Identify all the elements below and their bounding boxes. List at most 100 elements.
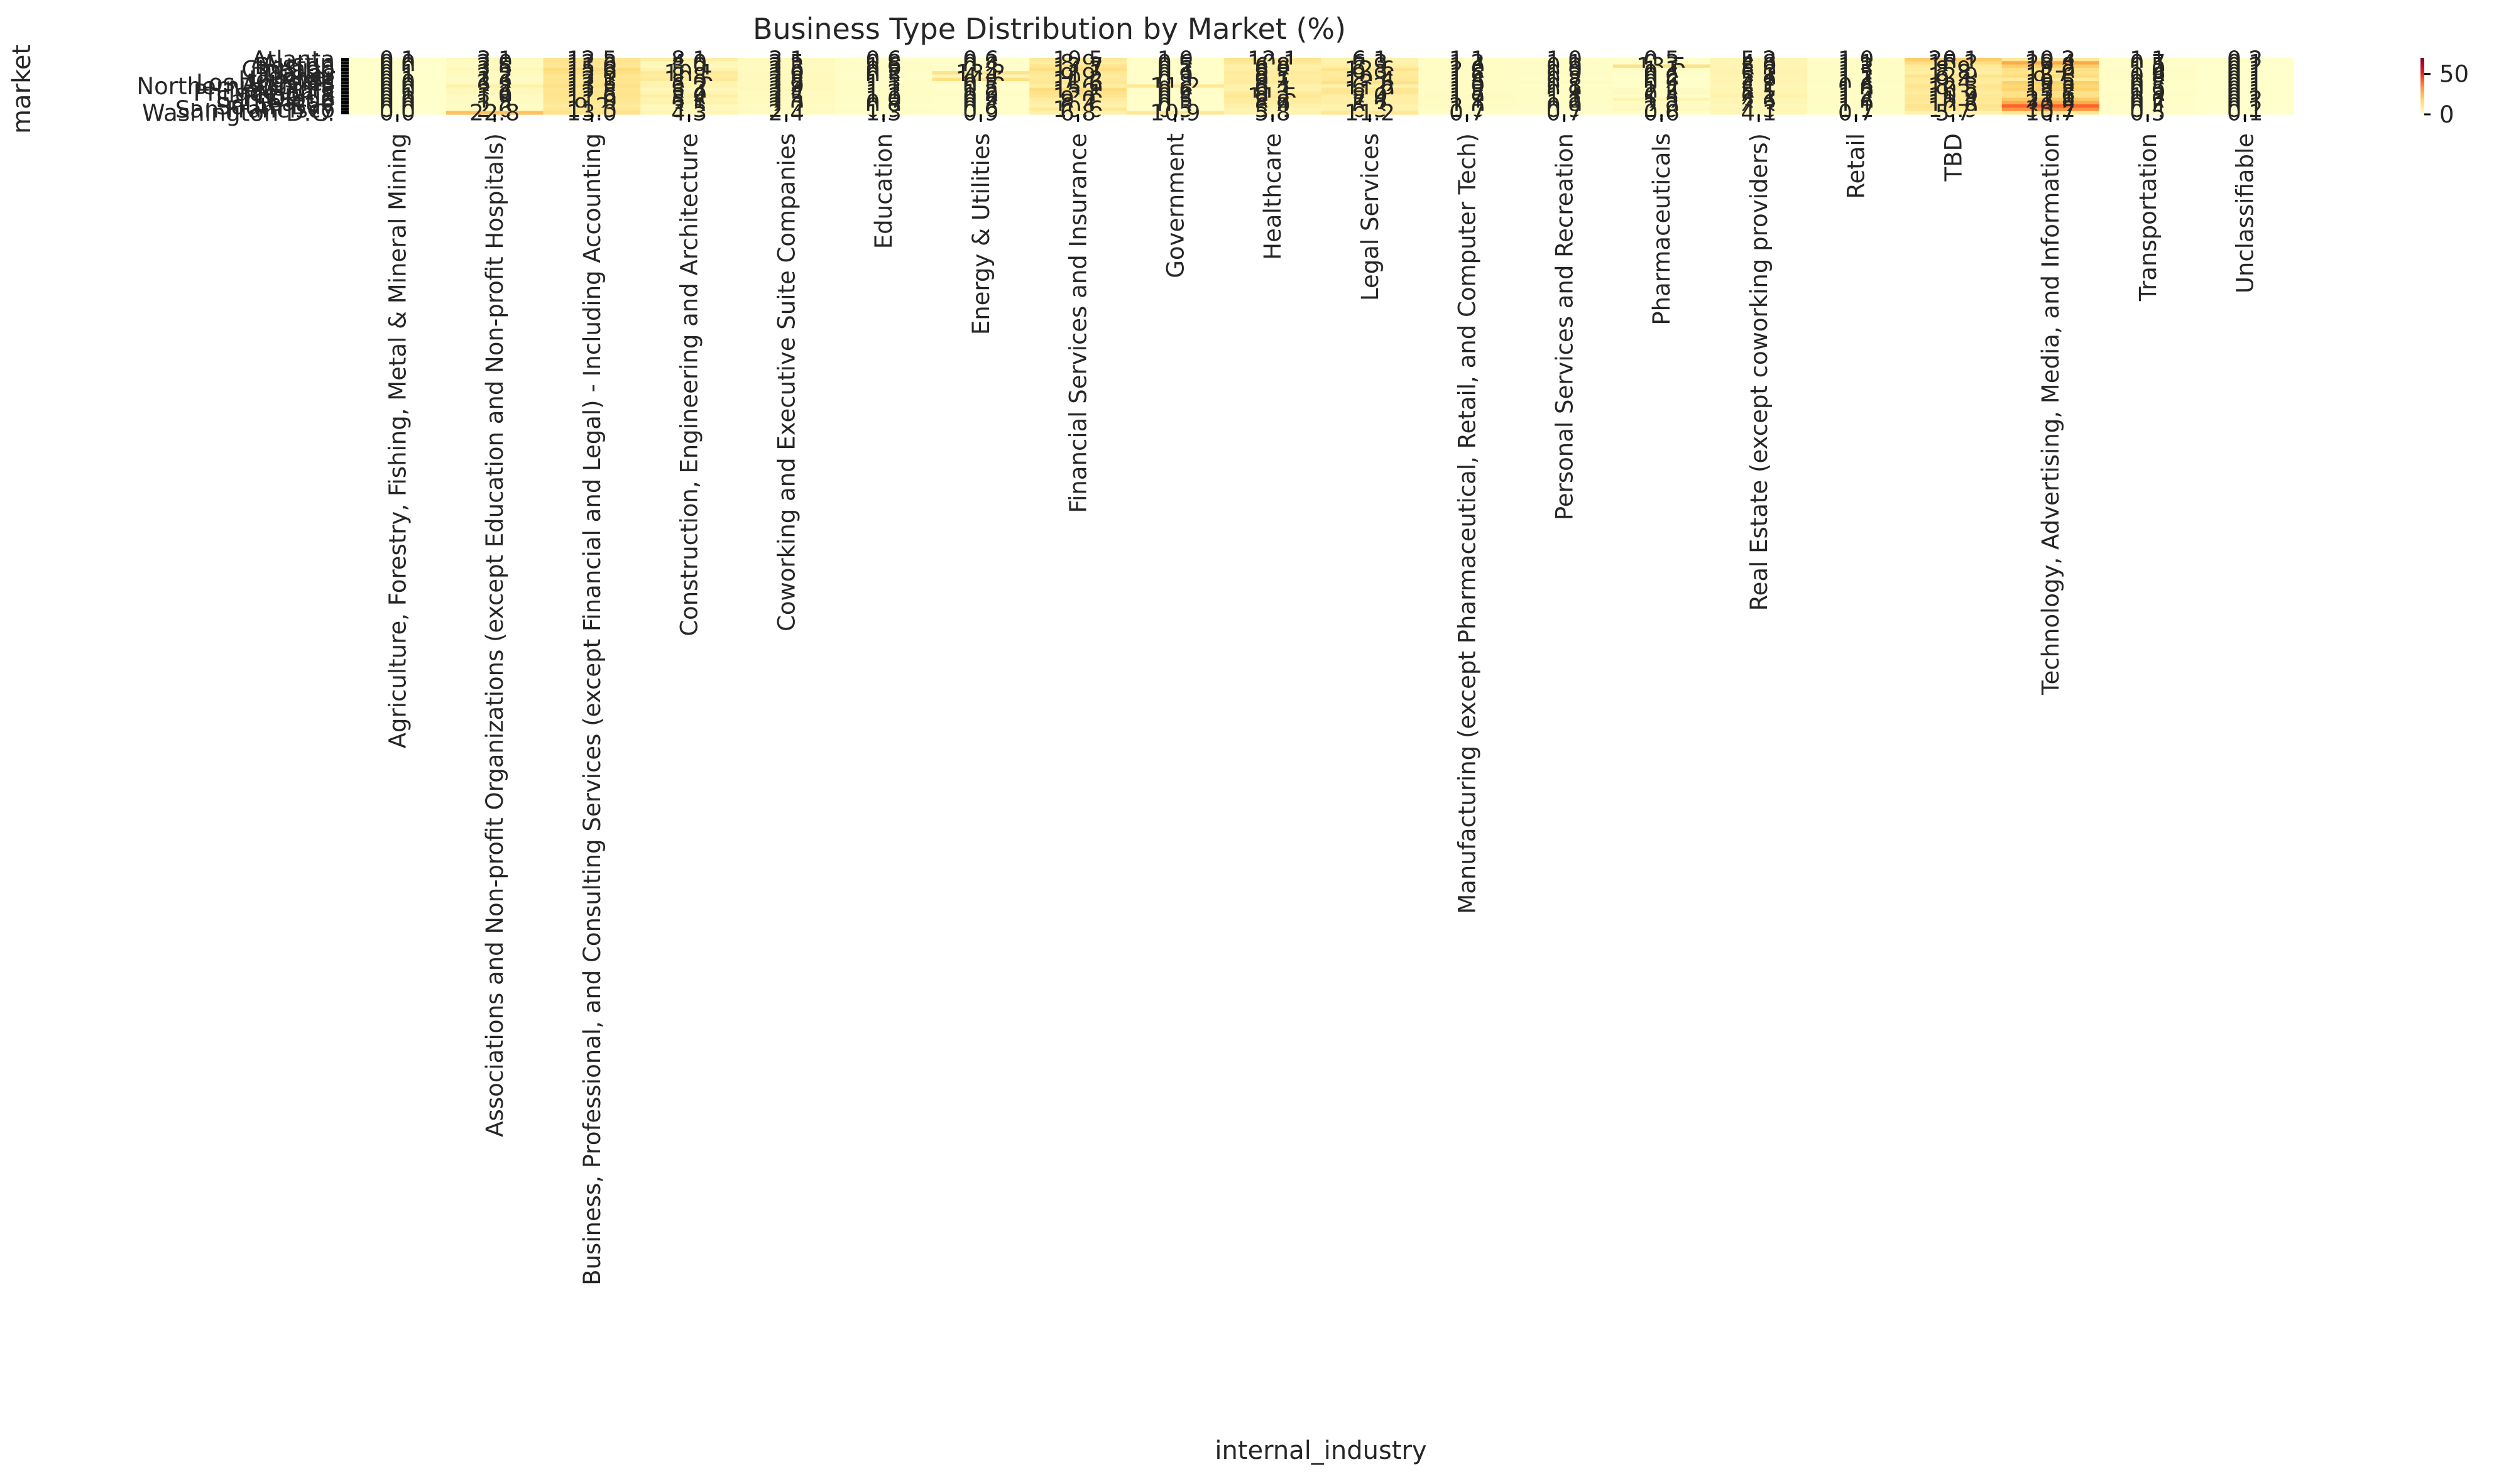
heatmap-cell: [2196, 94, 2294, 99]
heatmap-cell: [1418, 67, 1516, 72]
heatmap-cell: [2001, 67, 2100, 72]
heatmap-cell: [834, 107, 933, 112]
heatmap-cell: [1321, 97, 1419, 102]
cell-value-label: 10.9: [1150, 100, 1200, 126]
heatmap-cell: [640, 101, 738, 105]
heatmap-cell: [1516, 67, 1614, 72]
heatmap-cell: [932, 64, 1030, 68]
heatmap-cell: [1223, 84, 1322, 89]
heatmap-cell: [1223, 111, 1322, 115]
heatmap-cell: [640, 104, 738, 109]
heatmap-cell: [2001, 87, 2100, 92]
cell-value-label: 0.6: [1643, 100, 1679, 126]
heatmap-cell: [738, 71, 836, 75]
heatmap-cell: [1223, 58, 1322, 62]
heatmap-cell: [1710, 107, 1808, 112]
heatmap-cell: [1516, 107, 1614, 112]
heatmap-cell: [1223, 97, 1322, 102]
heatmap-cell: [2099, 87, 2197, 92]
colorbar: 050: [2420, 58, 2469, 128]
heatmap-cell: [1321, 81, 1419, 85]
heatmap-cell: [446, 87, 544, 92]
x-tick-label: Technology, Advertising, Media, and Info…: [2037, 133, 2064, 696]
heatmap-cell: [543, 58, 641, 62]
heatmap-cell: [349, 84, 447, 89]
heatmap-cell: [543, 71, 641, 75]
y-tick-label: New York: [229, 76, 336, 103]
heatmap-cell: [2001, 101, 2100, 105]
heatmap-cell: [2099, 64, 2197, 68]
heatmap-cell: [543, 111, 641, 115]
cell-value-label: 6.8: [1060, 100, 1096, 126]
heatmap-cell: [1807, 90, 1905, 95]
heatmap-cell: [349, 58, 447, 62]
y-tick-label: Seattle: [253, 89, 335, 116]
heatmap-cell: [1905, 81, 2003, 85]
heatmap-cell: [834, 74, 933, 79]
heatmap-cell: [2001, 84, 2100, 89]
heatmap-cell: [1223, 87, 1322, 92]
heatmap-cell: [932, 67, 1030, 72]
heatmap-cell: [1321, 107, 1419, 112]
heatmap-cell: [1029, 81, 1127, 85]
heatmap-cell: [2001, 81, 2100, 85]
heatmap-cell: [2099, 71, 2197, 75]
heatmap-cell: [1516, 87, 1614, 92]
heatmap-cell: [1807, 64, 1905, 68]
heatmap-cell: [1223, 104, 1322, 109]
heatmap-cell: [2196, 67, 2294, 72]
heatmap-cell: [1223, 64, 1322, 68]
heatmap-cell: [2196, 77, 2294, 82]
heatmap-cell: [834, 77, 933, 82]
heatmap-cell: [349, 74, 447, 79]
heatmap-cell: [1612, 107, 1711, 112]
heatmap-cell: [2099, 111, 2197, 115]
heatmap-cell: [1710, 71, 1808, 75]
heatmap-cell: [543, 101, 641, 105]
heatmap-cell: [834, 64, 933, 68]
heatmap-cell: [1029, 74, 1127, 79]
heatmap-cell: [543, 74, 641, 79]
heatmap-cell: [640, 111, 738, 115]
heatmap-cell: [1321, 90, 1419, 95]
heatmap-cell: [1029, 67, 1127, 72]
heatmap-cell: [1710, 67, 1808, 72]
heatmap-cell: [349, 107, 447, 112]
heatmap-cell: [446, 101, 544, 105]
x-tick-label: TBD: [1940, 133, 1967, 182]
heatmap-cell: [1321, 61, 1419, 65]
cell-value-label: 0.7: [1449, 100, 1485, 126]
heatmap-cell: [1321, 58, 1419, 62]
colorbar-gradient: [2420, 58, 2424, 114]
heatmap-cell: [640, 94, 738, 99]
heatmap-cell: [834, 97, 933, 102]
heatmap-cell: [1807, 58, 1905, 62]
heatmap-cell: [2196, 64, 2294, 68]
heatmap-cell: [640, 71, 738, 75]
heatmap-cell: [1807, 87, 1905, 92]
heatmap-cell: [1127, 61, 1225, 65]
heatmap-cell: [1807, 67, 1905, 72]
heatmap-cell: [349, 94, 447, 99]
heatmap-cell: [640, 61, 738, 65]
x-axis-label: internal_industry: [1215, 1436, 1426, 1465]
heatmap-cell: [1710, 101, 1808, 105]
heatmap-cell: [932, 101, 1030, 105]
heatmap-cell: [738, 81, 836, 85]
heatmap-cell: [1516, 71, 1614, 75]
heatmap-cell: [1127, 77, 1225, 82]
heatmap-cell: [543, 94, 641, 99]
heatmap-cell: [349, 81, 447, 85]
heatmap-cell: [1516, 94, 1614, 99]
heatmap-cell: [1807, 71, 1905, 75]
heatmap-cell: [640, 97, 738, 102]
heatmap-cell: [1223, 90, 1322, 95]
heatmap-cell: [738, 58, 836, 62]
heatmap-cell: [2196, 81, 2294, 85]
heatmap-cell: [1418, 81, 1516, 85]
heatmap-cell: [2196, 107, 2294, 112]
y-tick-label: South Bay: [216, 93, 335, 120]
heatmap-cell: [2099, 101, 2197, 105]
heatmap-cell: [1516, 64, 1614, 68]
